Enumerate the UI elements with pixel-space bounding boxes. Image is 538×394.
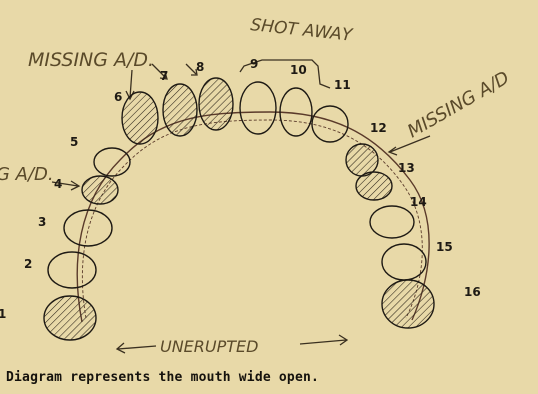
arrow-right-unerupted	[300, 335, 347, 345]
tooth-label-15: 15	[436, 240, 453, 254]
tooth-16	[382, 280, 434, 328]
tooth-label-11: 11	[334, 78, 351, 92]
tooth-label-9: 9	[250, 57, 258, 71]
tooth-label-5: 5	[70, 135, 78, 149]
missing-annotation-upper-left: MISSING A/D.	[28, 49, 154, 71]
unerupted-annotation: UNERUPTED	[160, 337, 258, 356]
tooth-label-4: 4	[54, 177, 62, 191]
arrow-to-tooth-12	[389, 136, 430, 155]
shot-away-annotation: SHOT AWAY	[249, 15, 354, 46]
tooth-2	[48, 252, 96, 288]
tooth-label-12: 12	[370, 121, 387, 135]
arch-wire	[77, 112, 429, 322]
tooth-label-2: 2	[24, 257, 32, 271]
tooth-label-3: 3	[38, 215, 46, 229]
teeth-group	[44, 78, 434, 340]
tooth-label-8: 8	[196, 60, 204, 74]
tooth-label-16: 16	[464, 285, 481, 299]
missing-annotation-right: MISSING A/D	[404, 67, 513, 142]
tooth-label-1: 1	[0, 307, 6, 321]
tooth-3	[64, 210, 112, 246]
tooth-11	[312, 106, 348, 142]
tooth-8	[199, 78, 233, 130]
tooth-7	[163, 84, 197, 136]
tooth-4	[82, 176, 118, 204]
missing-annotation-left-edge: G A/D.	[0, 164, 54, 185]
tooth-label-6: 6	[114, 90, 122, 104]
tooth-label-14: 14	[410, 195, 427, 209]
tooth-label-7: 7	[160, 69, 168, 83]
tooth-9	[240, 82, 276, 134]
tooth-15	[382, 244, 426, 280]
tooth-13	[356, 172, 392, 200]
tooth-12	[346, 144, 378, 176]
annotation-arrows	[52, 60, 430, 353]
tooth-6	[122, 92, 158, 144]
tooth-label-13: 13	[398, 161, 415, 175]
arrow-left-unerupted	[117, 343, 156, 353]
diagram-caption: Diagram represents the mouth wide open.	[6, 370, 319, 385]
tooth-label-10: 10	[290, 63, 307, 77]
tooth-1	[44, 296, 96, 340]
tooth-5	[94, 148, 130, 176]
tooth-14	[370, 206, 414, 238]
